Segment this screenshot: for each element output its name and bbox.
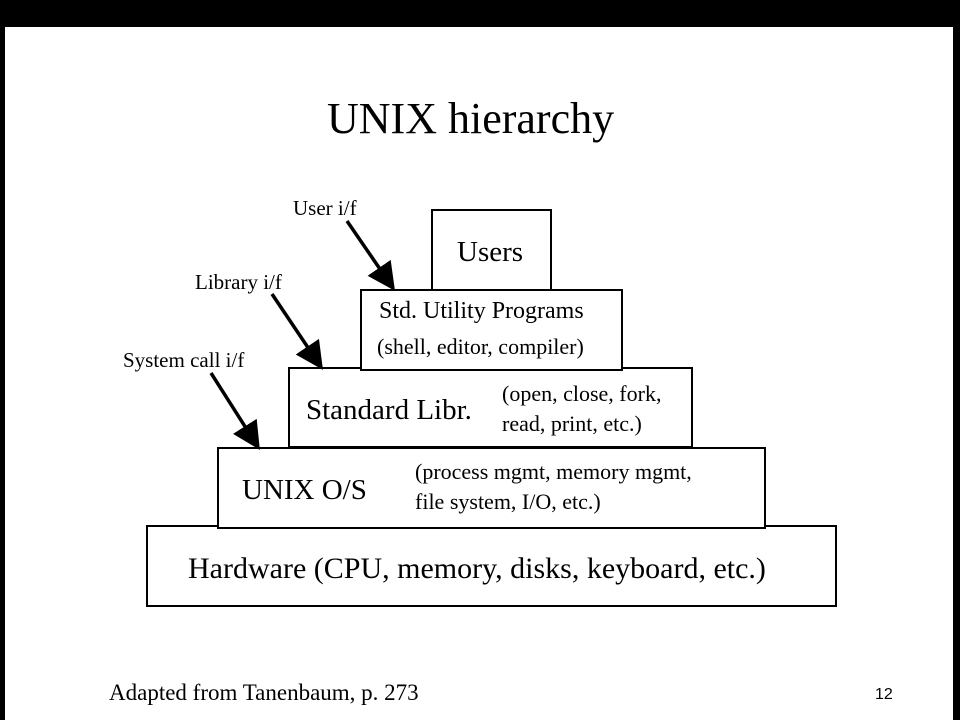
- page-number: 12: [875, 686, 893, 703]
- standard-library-description-line-2: read, print, etc.): [502, 411, 642, 436]
- hardware-layer-label: Hardware (CPU, memory, disks, keyboard, …: [188, 552, 766, 585]
- system-call-interface-label: System call i/f: [123, 348, 245, 372]
- slide-title: UNIX hierarchy: [327, 94, 615, 143]
- standard-library-layer-label: Standard Libr.: [306, 394, 472, 426]
- source-credit: Adapted from Tanenbaum, p. 273: [109, 680, 419, 705]
- system-call-interface-arrow: [209, 372, 260, 450]
- user-interface-label: User i/f: [293, 196, 357, 220]
- users-layer-label: Users: [457, 236, 524, 268]
- std-utility-layer-label: Std. Utility Programs: [379, 298, 584, 324]
- unix-os-layer-box: [217, 447, 766, 529]
- std-utility-layer-description: (shell, editor, compiler): [377, 334, 584, 359]
- unix-os-description-line-2: file system, I/O, etc.): [415, 489, 601, 514]
- standard-library-layer-box: [288, 367, 693, 448]
- unix-os-layer-label: UNIX O/S: [242, 474, 367, 506]
- user-interface-arrow: [345, 220, 395, 291]
- unix-os-description-line-1: (process mgmt, memory mgmt,: [415, 459, 692, 484]
- users-layer-box: [431, 209, 552, 291]
- library-interface-arrow: [270, 293, 323, 370]
- slide: UNIX hierarchy User i/f Library i/f Syst…: [5, 27, 953, 720]
- library-interface-label: Library i/f: [195, 270, 282, 294]
- standard-library-description-line-1: (open, close, fork,: [502, 381, 662, 406]
- interface-arrows: [209, 220, 395, 450]
- std-utility-layer-box: [360, 289, 623, 371]
